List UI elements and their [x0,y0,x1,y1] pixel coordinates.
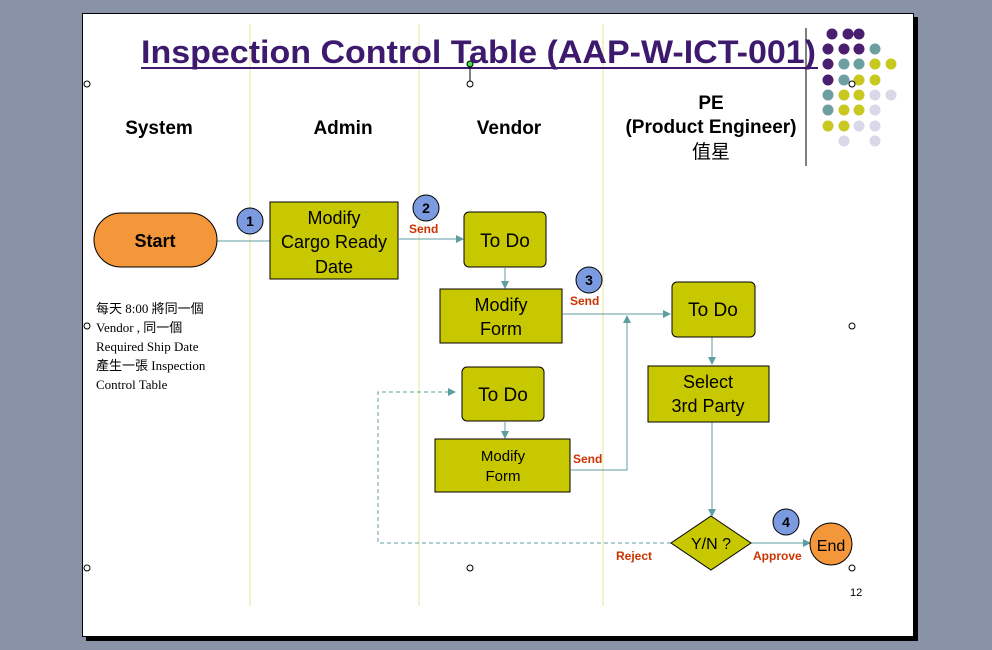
edge-label-approve: Approve [753,549,802,563]
step-1-circle [236,207,264,235]
system-note-line-4: 產生一張 Inspection [96,358,206,373]
flowchart-canvas: Inspection Control Table (AAP-W-ICT-001)… [83,24,897,606]
modify-form-2-node [434,438,571,493]
start-node [93,212,218,268]
rotate-handle [466,60,474,68]
lane-header-admin: Admin [313,118,372,139]
edge-label-reject: Reject [616,549,652,563]
lane-header-system: System [125,118,193,139]
select-3rd-party-node [647,365,770,423]
todo-vendor-2-node [461,366,545,422]
decision-node [670,515,752,571]
page-number: 12 [850,587,862,599]
modify-cargo-label-3: Date [315,257,353,277]
step-2-circle [412,194,440,222]
todo-vendor-2-label: To Do [478,385,528,406]
system-note-line-5: Control Table [96,377,168,392]
decorative-dot-grid [822,28,897,147]
slide-title: Inspection Control Table (AAP-W-ICT-001) [141,34,816,70]
modify-form-1-label-2: Form [480,319,522,339]
end-label: End [817,538,845,555]
slide: Inspection Control Table (AAP-W-ICT-001)… [82,13,914,637]
modify-form-2-label-2: Form [486,468,521,485]
lane-dividers [249,24,604,606]
modify-form-1-label-1: Modify [474,295,527,315]
select-label-2: 3rd Party [671,396,744,416]
lane-header-vendor: Vendor [477,118,542,139]
edge-label-send-1: Send [409,222,438,236]
modify-cargo-node [269,201,399,280]
modify-cargo-label-2: Cargo Ready [281,232,387,252]
todo-pe-label: To Do [688,300,738,321]
lane-header-pe: PE [698,93,723,114]
step-3-number: 3 [585,272,593,288]
step-1-number: 1 [246,213,254,229]
edge-modify-form-2-to-pe [571,315,631,471]
step-4-number: 4 [782,514,790,530]
system-note-line-1: 每天 8:00 將同一個 [96,301,204,316]
edge-label-send-3: Send [573,452,602,466]
modify-form-1-node [439,288,563,344]
end-node [809,522,853,566]
step-2-number: 2 [422,200,430,216]
edge-label-send-2: Send [570,294,599,308]
modify-form-2-label-1: Modify [481,448,526,465]
todo-pe-node [671,281,756,338]
connectors [217,235,811,547]
decision-label: Y/N ? [691,536,731,553]
lane-header-pe-duty: 值星 [692,141,730,163]
system-note-line-3: Required Ship Date [96,339,199,354]
todo-vendor-1-label: To Do [480,231,530,252]
step-4-circle [772,508,800,536]
step-3-circle [575,266,603,294]
system-note-line-2: Vendor , 同一個 [96,320,182,335]
select-label-1: Select [683,372,733,392]
start-label: Start [134,231,175,251]
lane-header-pe-full: (Product Engineer) [625,117,796,138]
modify-cargo-label-1: Modify [307,208,360,228]
todo-vendor-1-node [463,211,547,268]
